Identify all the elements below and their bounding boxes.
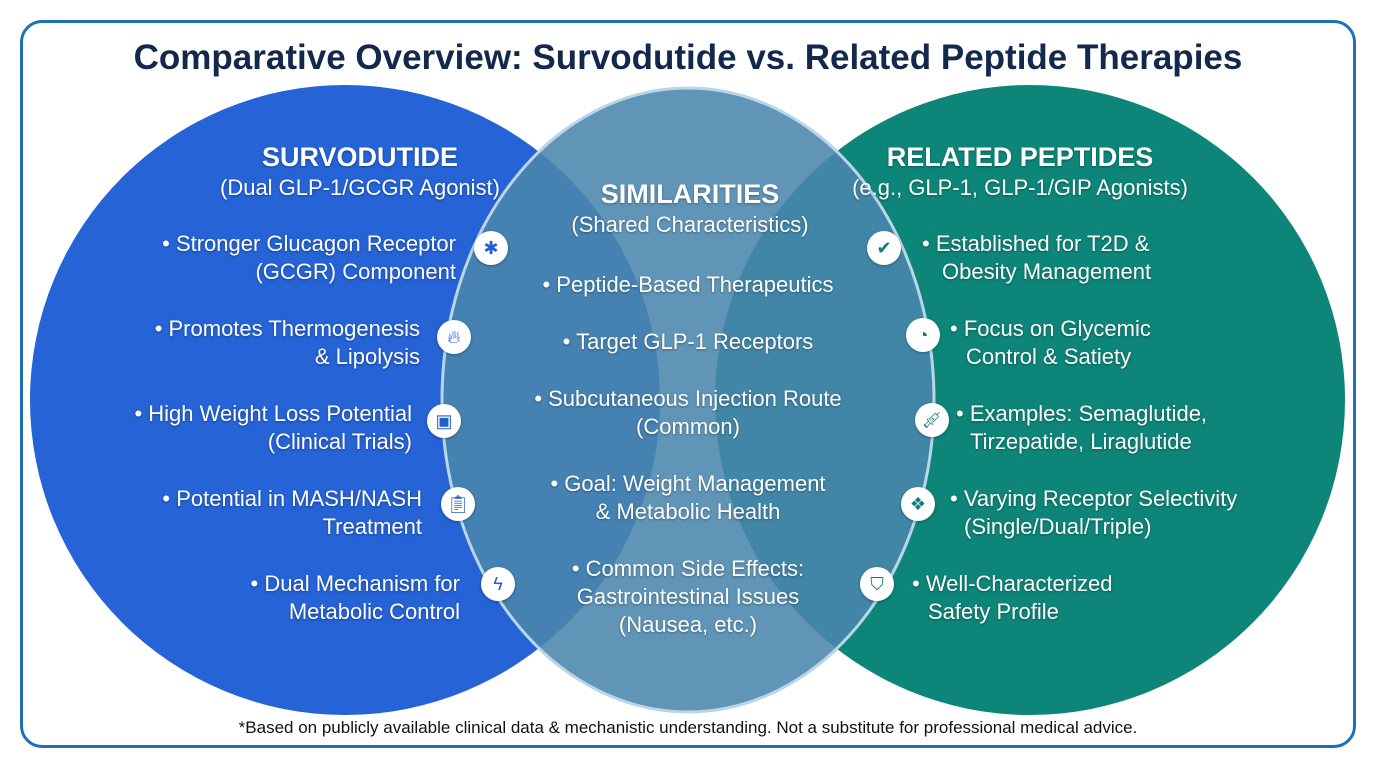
similarities-ellipse xyxy=(440,86,936,714)
left-item: • Promotes Thermogenesis& Lipolysis xyxy=(154,316,420,369)
left-subheading: (Dual GLP-1/GCGR Agonist) xyxy=(220,175,500,200)
left-item: • High Weight Loss Potential(Clinical Tr… xyxy=(134,401,412,454)
scale-icon: ▣ xyxy=(427,404,461,438)
page-title: Comparative Overview: Survodutide vs. Re… xyxy=(133,38,1243,77)
right-item: • Varying Receptor Selectivity(Single/Du… xyxy=(950,486,1238,539)
outer-frame xyxy=(20,20,1356,748)
disclaimer-footer: *Based on publicly available clinical da… xyxy=(238,718,1138,737)
right-heading: RELATED PEPTIDES xyxy=(886,142,1154,172)
flame-icon: 🔥︎ xyxy=(437,320,471,354)
middle-item: • Common Side Effects:Gastrointestinal I… xyxy=(571,556,805,637)
right-item: • Examples: Semaglutide,Tirzepatide, Lir… xyxy=(956,401,1208,454)
right-subheading: (e.g., GLP-1, GLP-1/GIP Agonists) xyxy=(852,175,1188,200)
gauge-icon: ◔ xyxy=(906,318,940,352)
clipboard-icon: 📋︎ xyxy=(441,487,475,521)
receptor-icon: ❖ xyxy=(901,487,935,521)
middle-item: • Peptide-Based Therapeutics xyxy=(542,272,834,297)
syringe-icon: 💉︎ xyxy=(915,403,949,437)
middle-subheading: (Shared Characteristics) xyxy=(571,212,809,237)
left-heading: SURVODUTIDE xyxy=(261,142,459,172)
middle-heading: SIMILARITIES xyxy=(600,179,780,209)
left-item: • Stronger Glucagon Receptor(GCGR) Compo… xyxy=(162,231,456,284)
lightning-icon: ϟ xyxy=(481,567,515,601)
shield-check-icon: ⛉ xyxy=(860,567,894,601)
badge-check-icon: ✔ xyxy=(867,231,901,265)
middle-item: • Subcutaneous Injection Route(Common) xyxy=(534,386,842,439)
right-item: • Established for T2D &Obesity Managemen… xyxy=(922,231,1152,284)
middle-item: • Goal: Weight Management& Metabolic Hea… xyxy=(550,471,826,524)
organ-icon: ✱ xyxy=(474,231,508,265)
middle-item: • Target GLP-1 Receptors xyxy=(562,329,814,354)
